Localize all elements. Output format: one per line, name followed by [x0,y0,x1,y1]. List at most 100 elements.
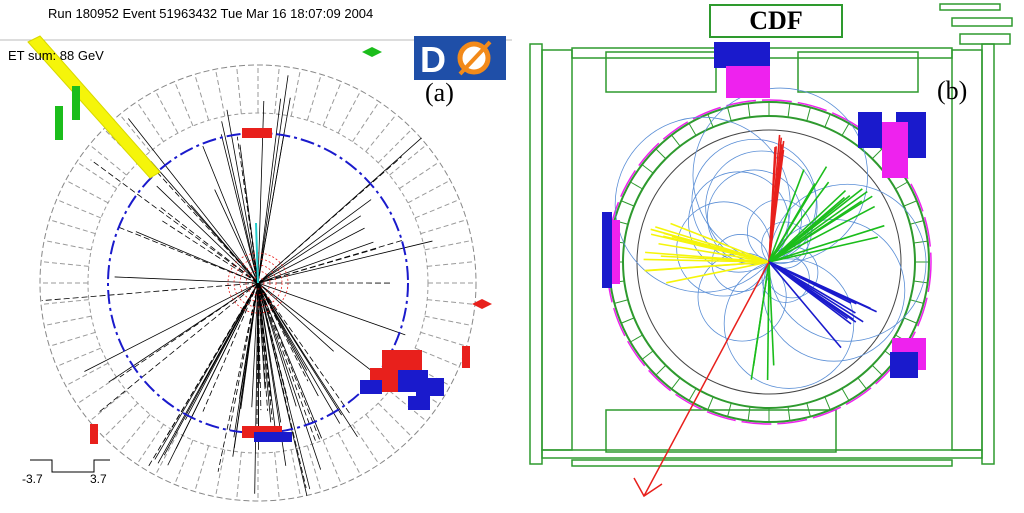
calorimeter-segment [119,114,151,152]
track [257,241,374,284]
calorimeter-segment [44,315,92,327]
green-jet-track [768,166,828,263]
calorimeter-segment [44,239,92,251]
yellow-jet [27,35,161,179]
track [233,282,259,438]
track [257,282,322,470]
track [118,226,259,284]
calorimeter-wedge [841,123,850,136]
calorimeter-wedge [671,134,681,147]
green-jet-track [768,261,775,366]
track [257,282,316,441]
track [257,282,321,442]
missing-et-arrow [643,261,770,497]
track [202,145,259,284]
calorimeter-segment [399,161,440,189]
green-marker [55,106,63,140]
svg-text:D: D [420,39,446,80]
track [257,282,319,397]
track [257,215,362,284]
track [254,282,259,494]
panel-label-b: (b) [937,76,968,105]
et-sum: ET sum: 88 GeV [8,48,104,63]
track [257,282,307,489]
d0-event-svg [0,35,512,502]
calorimeter-segment [290,69,302,117]
calorimeter-segment [41,299,89,305]
calorimeter-wedge [903,200,918,207]
calorimeter-wedge [909,299,924,304]
calorimeter-segment [154,90,179,134]
track [156,185,259,284]
track [163,282,259,456]
calorimeter-wedge [871,364,883,376]
yellow-jet-track [644,261,770,272]
track [202,282,259,412]
soft-track [761,254,810,303]
calorimeter-segment [337,90,362,134]
green-jet-track [768,181,830,263]
detector-block [939,3,1001,11]
calorimeter-segment [236,66,242,114]
yellow-jet-track [666,261,770,284]
calorimeter-wedge [620,317,635,324]
calorimeter-segment [337,432,362,476]
energy-tower [408,396,430,410]
calorimeter-segment [420,331,467,347]
calorimeter-segment [306,74,322,121]
calorimeter-segment [424,239,472,251]
track [257,199,372,284]
calorimeter-segment [427,299,475,305]
detector-block [571,459,953,467]
red-diamond [472,299,492,309]
calorimeter-segment [424,315,472,327]
track [257,282,334,352]
d0-logo: D [414,36,506,80]
calorimeter-wedge [747,103,751,118]
energy-tower [714,42,770,68]
energy-tower [882,122,908,178]
track [128,118,259,284]
calorimeter-wedge [727,107,732,122]
track [257,282,277,441]
muon-track [255,222,259,284]
track [257,97,291,284]
track [257,227,365,284]
track [175,282,259,450]
calorimeter-segment [352,424,380,465]
calorimeter-segment [41,261,89,267]
track [257,282,406,336]
track [236,136,259,284]
calorimeter-segment [274,66,280,114]
calorimeter-segment [65,179,109,204]
calorimeter-wedge [824,396,831,411]
calorimeter-wedge [630,181,643,190]
calorimeter-segment [214,449,226,497]
tracker-boundary [636,129,902,395]
calorimeter-wedge [614,299,629,304]
track [257,282,342,416]
calorimeter-segment [377,402,413,438]
outer-ring [39,64,477,502]
calorimeter-segment [414,199,460,219]
track [257,282,341,424]
calorimeter-segment [49,219,96,235]
calorimeter-segment [389,390,427,422]
calorimeter-wedge [806,107,811,122]
blue-jet-track [768,261,856,314]
track [228,282,259,432]
track [257,282,262,411]
energy-tower [890,352,918,378]
calorimeter-wedge [913,280,928,284]
track [257,282,282,423]
green-diamond [362,47,382,57]
calorimeter-segment [290,449,302,497]
detector-block [605,409,837,453]
calorimeter-wedge [641,164,654,174]
track [257,282,311,490]
green-jet-track [752,261,770,366]
green-jet-track [768,205,876,263]
calorimeter-wedge [806,402,811,417]
track [251,282,259,408]
track [214,189,259,284]
